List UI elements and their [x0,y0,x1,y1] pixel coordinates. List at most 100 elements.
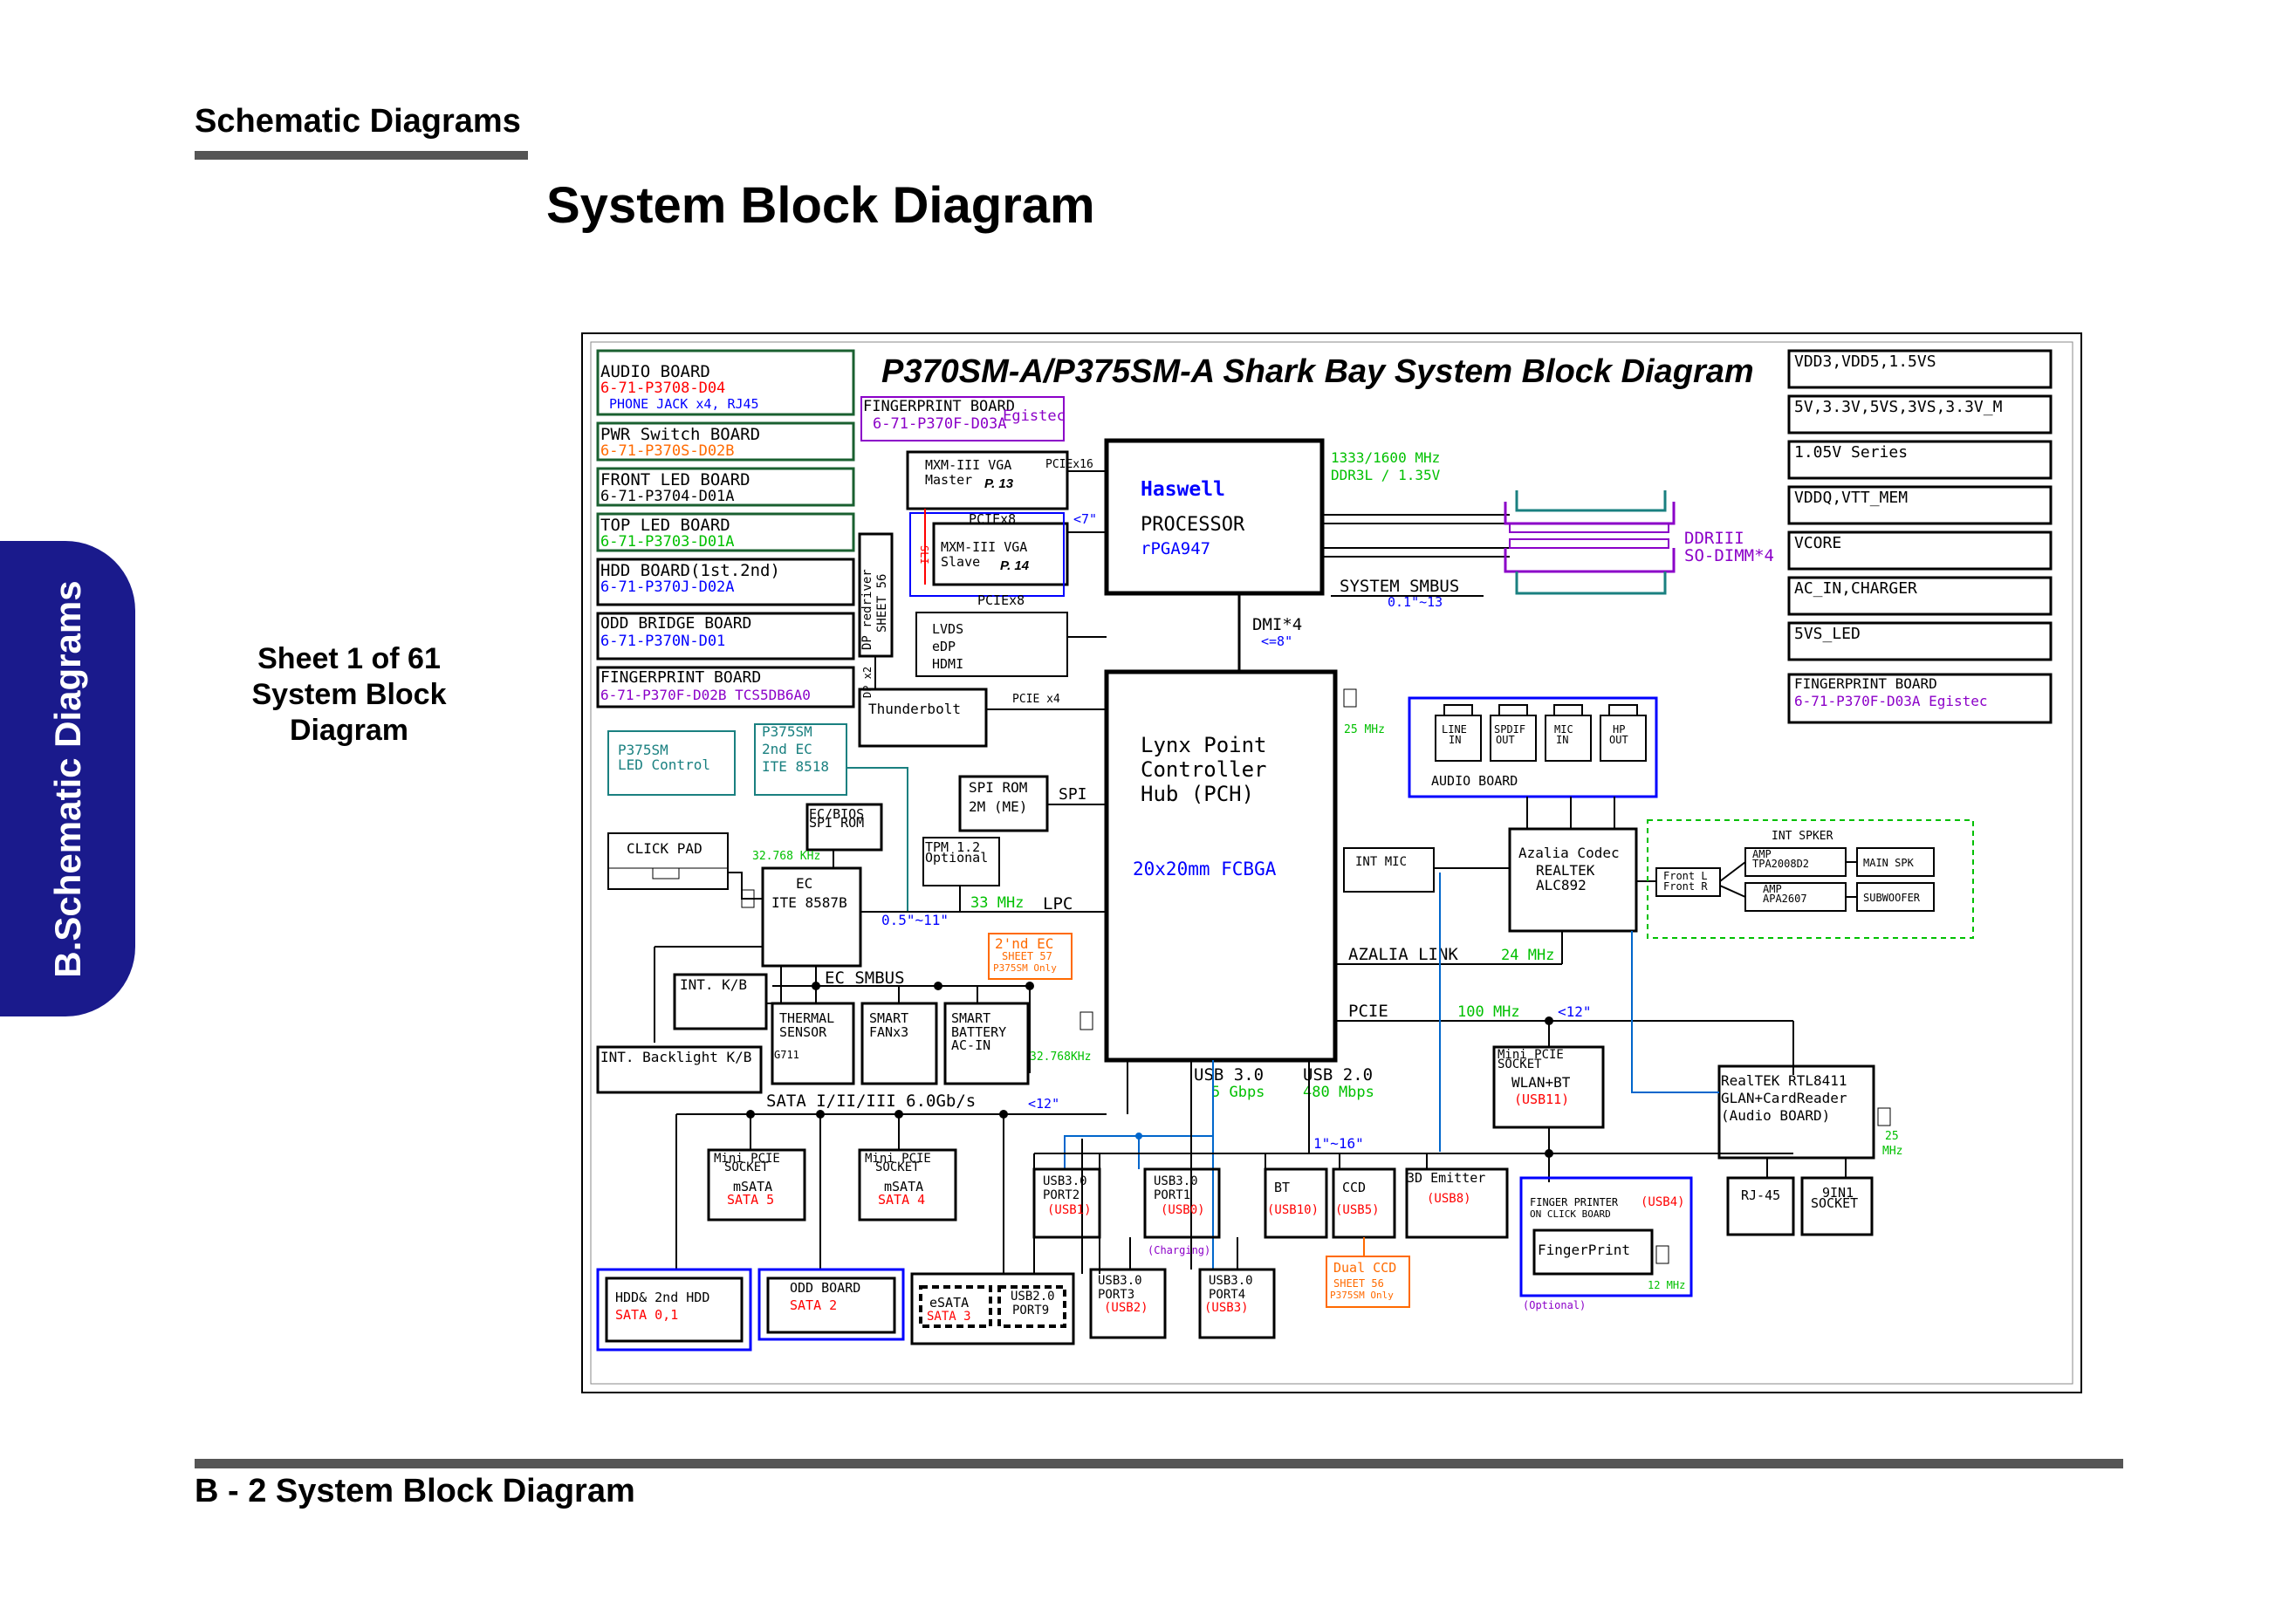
wlan-l2: SOCKET [1498,1057,1542,1071]
ddr-type: DDR3L / 1.35V [1331,467,1441,483]
usb2-length: 1"~16" [1313,1135,1364,1152]
p375-led-control: P375SM LED Control [607,730,736,796]
ec-crystal-freq: 32.768 KHz [752,850,820,863]
card-reader-socket: 9IN1 SOCKET [1800,1176,1874,1236]
footer-text: B - 2 System Block Diagram [195,1473,635,1509]
spi-rom-l2: 2M (ME) [969,798,1027,815]
ccd-l1: CCD [1342,1180,1366,1195]
odd-board-pn: 6-71-P370N-D01 [600,633,725,650]
page-title: System Block Diagram [546,177,1095,234]
lpc-length: 0.5"~11" [881,912,949,928]
usb-p2-l1: USB3.0 [1043,1174,1087,1188]
msata5-l1: Mini PCIE [714,1152,780,1166]
power-rail-5: VCORE [1794,534,1841,552]
pch-crystal-25mhz: 25 MHz [1344,723,1385,736]
top-led-board: TOP LED BOARD 6-71-P3703-D01A [596,512,855,552]
haswell-cpu: Haswell PROCESSOR rPGA947 [1104,438,1325,596]
ddr-freq: 1333/1600 MHz [1331,449,1440,466]
pch-l1: Lynx Point [1141,733,1267,757]
ec-bios-l2: SPI ROM [809,815,864,831]
jack-line-in-a: LINE [1442,723,1467,736]
thunderbolt: Thunderbolt [858,688,988,748]
audio-board-caption: AUDIO BOARD [1431,773,1518,789]
esata-port9: PORT9 [1012,1304,1049,1317]
thunderbolt-label: Thunderbolt [868,701,961,717]
pch-l3: Hub (PCH) [1141,782,1254,806]
usb-port-4: USB3.0 PORT4 (USB3) [1198,1268,1276,1339]
section-header: Schematic Diagrams [195,103,521,140]
side-tab[interactable]: B.Schematic Diagrams [0,541,135,1016]
amp1-part: TPA2008D2 [1752,858,1809,870]
ec2-l2: SHEET 57 [1002,950,1052,962]
amp2-label: AMP [1763,883,1782,895]
internal-mic: INT MIC [1343,847,1435,893]
fan-l2: FANx3 [869,1024,908,1040]
card-l2: SOCKET [1811,1195,1858,1211]
lvds-l1: LVDS [932,621,963,637]
lan-crystal-2: MHz [1882,1145,1902,1158]
fp-reader-optional: (Optional) [1523,1299,1586,1311]
hdd-sata-l1: HDD& 2nd HDD [615,1290,709,1305]
azalia-link-label: AZALIA LINK [1348,945,1458,964]
pwr-switch-board: PWR Switch BOARD 6-71-P370S-D02B [596,421,855,462]
pciex8-label-a: PCIEx8 [969,511,1016,527]
ccd-usb: (USB5) [1335,1203,1380,1217]
bt-usb: (USB10) [1267,1203,1319,1217]
fingerprint-board-top: FINGERPRINT BOARD Egistec 6-71-P370F-D03… [860,396,1066,441]
codec-l3: ALC892 [1536,877,1587,893]
dp-redriver-l3: DP x2 [861,667,874,698]
dp-redriver-l1: DP redriver [860,569,874,650]
codec-l1: Azalia Codec [1518,845,1620,861]
jack-mic-a: MIC [1554,723,1573,736]
hdd-board-pn: 6-71-P370J-D02A [600,578,735,596]
audio-board: AUDIO BOARD 6-71-P3708-D04 PHONE JACK x4… [596,349,855,416]
usb3-speed: 5 Gbps [1211,1084,1265,1101]
ddr-lines [1322,514,1510,558]
pciex16-label: PCIEx16 [1045,458,1093,471]
power-rails: VDD3,VDD5,1.5VS 5V,3.3V,5VS,3VS,3.3V_M 1… [1787,349,2053,661]
lan-l3: (Audio BOARD) [1721,1107,1830,1124]
bluetooth: BT (USB10) [1264,1167,1328,1239]
tpm-chip: TPM 1.2 Optional [922,837,1000,886]
wlan-usb: (USB11) [1514,1092,1569,1107]
sodimm-label: SO-DIMM*4 [1684,546,1774,565]
jack-hp-a: HP [1613,723,1625,736]
usb-p3-l1: USB3.0 [1098,1274,1142,1288]
so-dimm-slots [1504,490,1676,595]
power-rail-6: AC_IN,CHARGER [1794,579,1917,598]
fp-reader-name: FingerPrint [1538,1242,1630,1258]
ccd-camera: CCD (USB5) [1332,1167,1396,1239]
usb-p2-l2: PORT2 [1043,1188,1079,1202]
thermal-l2: SENSOR [779,1024,827,1040]
dp-redriver: DP redriver SHEET 56 DP x2 [858,532,894,698]
tpm-l1: TPM 1.2 [925,839,980,855]
usb2-speed: 480 Mbps [1303,1084,1374,1101]
msata4-l1: Mini PCIE [865,1152,931,1166]
mxm-slave-page: P. 14 [1000,558,1030,573]
msata5-l4: SATA 5 [727,1192,774,1208]
dual-ccd-l3: P375SM Only [1330,1290,1394,1301]
front-lr-out: Front L Front R [1655,867,1721,897]
dp-redriver-l2: SHEET 56 [875,574,889,633]
hdd-sata-l2: SATA 0,1 [615,1307,678,1323]
backlight-kb-label: INT. Backlight K/B [600,1049,751,1065]
top-led-label: TOP LED BOARD [600,516,730,535]
smart-battery: SMART BATTERY AC-IN [943,1002,1030,1085]
spi-rom-l1: SPI ROM [969,779,1027,796]
amp1-label: AMP [1752,848,1772,860]
p375-ec-l3: ITE 8518 [762,758,829,775]
pciex8-label-b: PCIEx8 [977,592,1025,608]
esata-label: eSATA [929,1295,969,1311]
fingerprint-board-right: FINGERPRINT BOARD 6-71-P370F-D03A Egiste… [1787,673,2053,724]
lan-l1: RealTEK RTL8411 [1721,1072,1847,1089]
lan-l2: GLAN+CardReader [1721,1090,1847,1106]
p375-ec-l2: 2nd EC [762,741,812,757]
fingerprint-reader: FINGER PRINTER ON CLICK BOARD (USB4) Fin… [1519,1176,1693,1297]
ec-l2: ITE 8587B [771,894,847,911]
speaker-title: INT SPKER [1772,830,1833,843]
odd-sata-l1: ODD BOARD [790,1280,860,1296]
odd-sata-l2: SATA 2 [790,1297,837,1313]
usb-p2-l3: (USB1) [1047,1203,1092,1217]
dual-ccd-l1: Dual CCD [1333,1260,1396,1276]
